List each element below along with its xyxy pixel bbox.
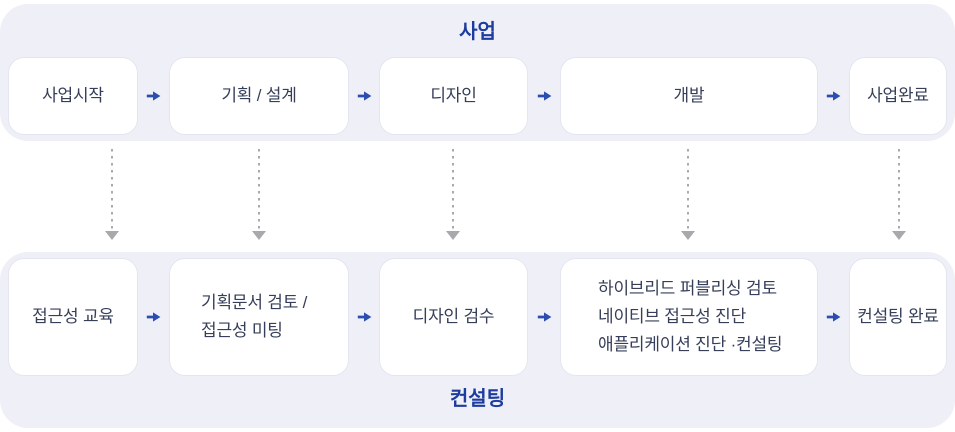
consulting-section-title: 컨설팅 [449,388,506,410]
node-label: 디자인 검수 [412,307,495,326]
consulting-step-complete: 컨설팅 완료 [849,258,947,376]
node-label: 디자인 [430,86,477,105]
business-step-start: 사업시작 [8,57,138,135]
node-label: 기획 / 설계 [221,86,297,105]
right-arrow-icon [357,311,372,323]
dotted-down-arrow-icon [681,149,695,241]
business-section: 사업 사업시작 기획 / 설계 디자인 개발 사업완료 [0,4,955,141]
node-label-line: 하이브리드 퍼블리싱 검토 [598,279,777,298]
right-arrow-icon [146,311,161,323]
node-label-line: 애플리케이션 진단 ·컨설팅 [598,335,783,354]
node-label: 컨설팅 완료 [857,307,939,326]
dotted-down-arrow-icon [446,149,460,241]
node-label: 사업시작 [42,86,104,105]
node-label: 접근성 교육 [32,307,114,326]
node-label-line: 접근성 미팅 [201,321,283,340]
right-arrow-icon [146,90,161,102]
right-arrow-icon [537,90,552,102]
dotted-down-arrow-icon [252,149,266,241]
right-arrow-icon [537,311,552,323]
node-label-line: 네이티브 접근성 진단 [598,307,747,326]
consulting-step-design-check: 디자인 검수 [379,258,528,376]
consulting-step-diagnosis: 하이브리드 퍼블리싱 검토 네이티브 접근성 진단 애플리케이션 진단 ·컨설팅 [560,258,818,376]
business-section-title: 사업 [459,21,496,43]
dotted-down-arrow-icon [105,149,119,241]
consulting-step-education: 접근성 교육 [8,258,138,376]
business-step-planning: 기획 / 설계 [169,57,349,135]
right-arrow-icon [357,90,372,102]
node-label: 개발 [673,86,705,105]
business-step-development: 개발 [560,57,818,135]
right-arrow-icon [826,90,841,102]
business-step-design: 디자인 [379,57,528,135]
consulting-section: 접근성 교육 기획문서 검토 / 접근성 미팅 디자인 검수 하이브리드 퍼블리… [0,252,955,428]
right-arrow-icon [826,311,841,323]
consulting-step-doc-review: 기획문서 검토 / 접근성 미팅 [169,258,349,376]
node-label: 사업완료 [867,86,929,105]
dotted-down-arrow-icon [892,149,906,241]
node-label-line: 기획문서 검토 / [201,293,308,312]
business-step-complete: 사업완료 [849,57,947,135]
